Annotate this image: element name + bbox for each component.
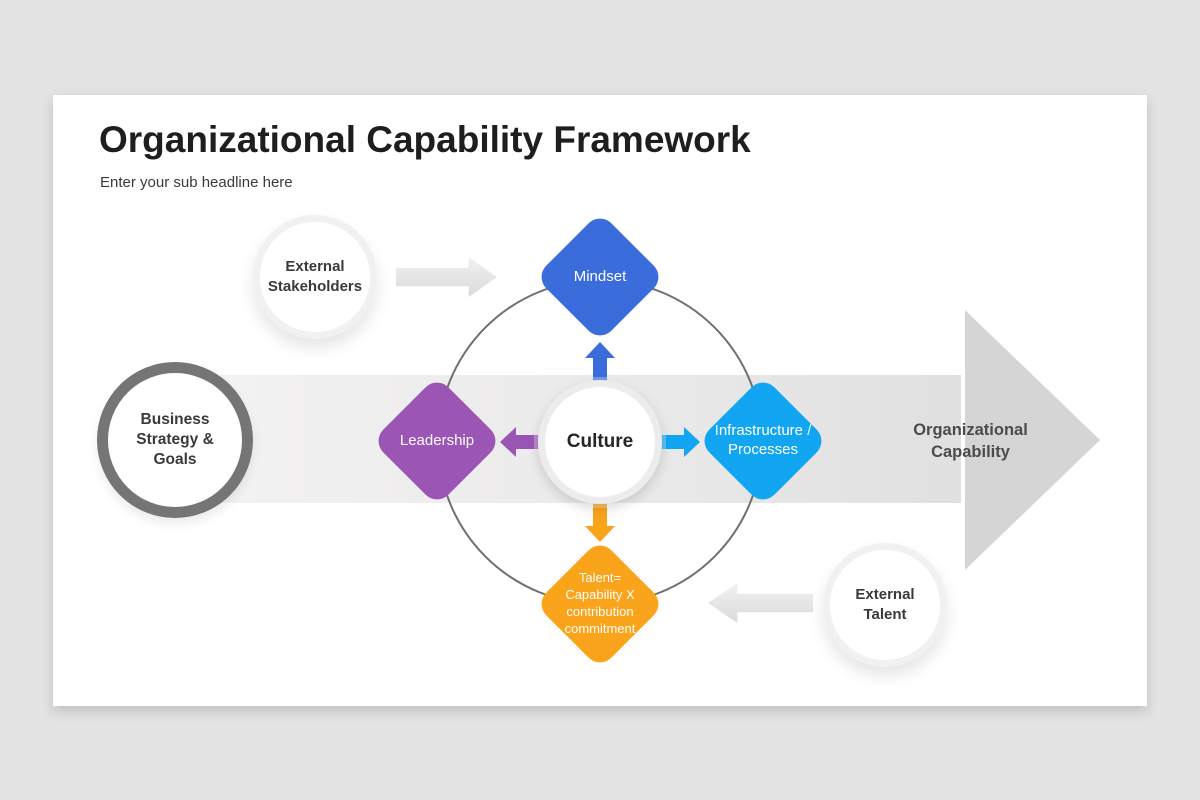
diamond-mindset-label: Mindset: [573, 267, 627, 285]
business-line2: Strategy &: [136, 430, 214, 448]
arrow-culture-to-talent-shaft: [593, 503, 607, 527]
arrow-culture-to-infrastructure-shaft: [661, 435, 685, 449]
slide-title: Organizational Capability Framework: [99, 119, 751, 160]
organizational-capability-line1: Organizational: [913, 421, 1028, 439]
external-talent-arrow-icon: [708, 583, 813, 623]
arrow-culture-to-leadership-shaft: [515, 435, 539, 449]
talent-line1: Talent=: [578, 570, 622, 586]
external-talent-line1: External: [855, 585, 915, 603]
talent-line3: contribution: [566, 604, 634, 619]
diamond-mindset: Mindset: [534, 211, 666, 343]
external-stakeholders-line1: External: [285, 257, 345, 275]
diamond-talent-label: Talent= Capability X contribution commit…: [554, 558, 646, 650]
external-talent-line2: Talent: [863, 606, 907, 623]
main-arrow-seam: [961, 310, 965, 570]
organizational-capability-line2: Capability: [931, 442, 1010, 461]
talent-line4: commitment: [564, 620, 636, 636]
diamond-infrastructure-label: Infrastructure / Processes: [714, 395, 812, 487]
talent-line2: Capability X: [565, 587, 635, 603]
culture-circle: Culture: [538, 380, 662, 504]
business-line1: Business: [140, 410, 210, 428]
diamond-leadership: Leadership: [371, 375, 503, 507]
arrow-culture-to-mindset-shaft: [593, 357, 607, 382]
external-stakeholders-circle: External Stakeholders: [253, 215, 377, 339]
infrastructure-line1: Infrastructure /: [714, 422, 812, 440]
culture-label: Culture: [566, 431, 634, 452]
diamond-leadership-label: Leadership: [399, 431, 475, 449]
slide-subtitle: Enter your sub headline here: [100, 174, 293, 191]
infrastructure-line2: Processes: [727, 441, 799, 458]
diamond-talent: Talent= Capability X contribution commit…: [534, 538, 666, 670]
diamond-infrastructure: Infrastructure / Processes: [697, 375, 829, 507]
business-line3: Goals: [153, 451, 197, 469]
slide: Organizational Capability Framework Ente…: [53, 95, 1147, 706]
external-stakeholders-arrow-icon: [396, 257, 497, 297]
organizational-capability-label: Organizational Capability: [883, 420, 1058, 464]
business-strategy-circle: Business Strategy & Goals: [97, 362, 253, 518]
external-stakeholders-line2: Stakeholders: [267, 278, 363, 295]
external-talent-circle: External Talent: [823, 543, 947, 667]
